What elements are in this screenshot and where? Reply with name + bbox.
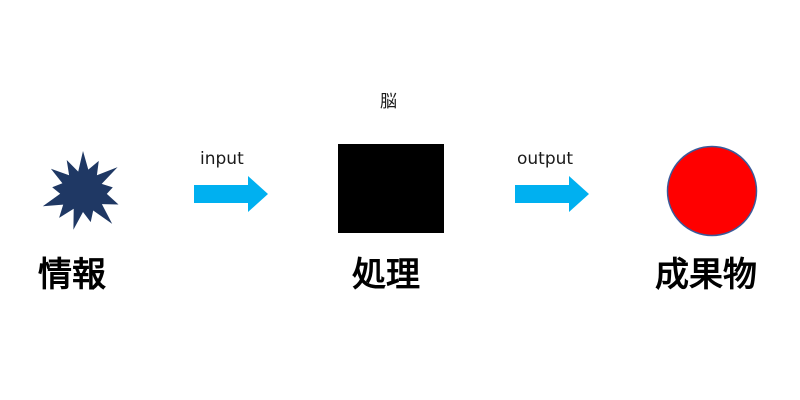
input-arrow — [194, 176, 270, 212]
right-arrow-icon — [194, 176, 268, 212]
information-node — [38, 146, 128, 236]
red-circle-icon — [666, 145, 758, 237]
product-label: 成果物 — [655, 255, 757, 295]
output-arrow — [515, 176, 591, 212]
processing-box — [338, 144, 444, 233]
processing-label: 処理 — [352, 255, 420, 295]
explosion-star-shape — [42, 151, 119, 230]
information-label: 情報 — [38, 255, 106, 295]
product-node — [666, 145, 758, 237]
output-label: output — [517, 149, 574, 169]
input-label: input — [200, 149, 244, 169]
explosion-star-icon — [42, 151, 119, 230]
right-arrow-icon — [515, 176, 589, 212]
brain-caption: 脳 — [380, 92, 397, 112]
